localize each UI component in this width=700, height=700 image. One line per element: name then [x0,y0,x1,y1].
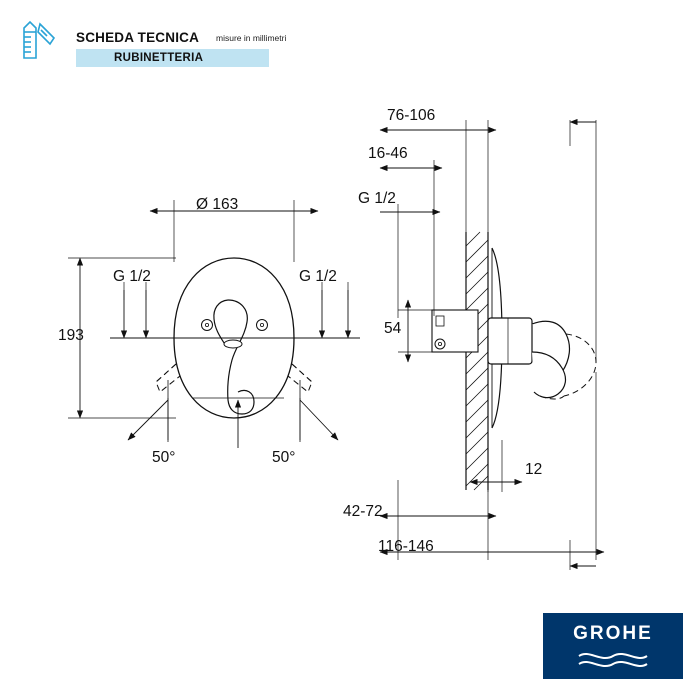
header-category-label: RUBINETTERIA [114,52,204,64]
dim-angle-left: 50° [152,449,176,466]
header: SCHEDA TECNICA misure in millimetri RUBI… [18,16,318,67]
dim-angle-right: 50° [272,449,296,466]
wall-hatch [465,231,489,491]
dim-depth-total: 76-106 [387,107,436,124]
technical-drawing-icon [23,20,56,59]
brand-logo: GROHE [543,613,683,679]
dim-inlet-left: G 1/2 [113,268,151,285]
header-subtitle: misure in millimetri [216,33,287,43]
dim-connection-g12: G 1/2 [358,190,396,207]
dim-116-146: 116-146 [378,538,434,555]
header-category-band: RUBINETTERIA [76,49,269,67]
dim-plate-thickness-12: 12 [525,461,543,478]
dim-height-193: 193 [58,327,84,344]
dim-inlet-right: G 1/2 [299,268,337,285]
dim-42-72: 42-72 [343,503,383,520]
grohe-waves-icon [578,653,648,667]
dim-diameter-163: Ø 163 [196,196,239,213]
dim-depth-inner: 16-46 [368,145,408,162]
dim-height-54: 54 [384,320,402,337]
header-title: SCHEDA TECNICA [76,30,200,45]
brand-name: GROHE [573,623,653,644]
